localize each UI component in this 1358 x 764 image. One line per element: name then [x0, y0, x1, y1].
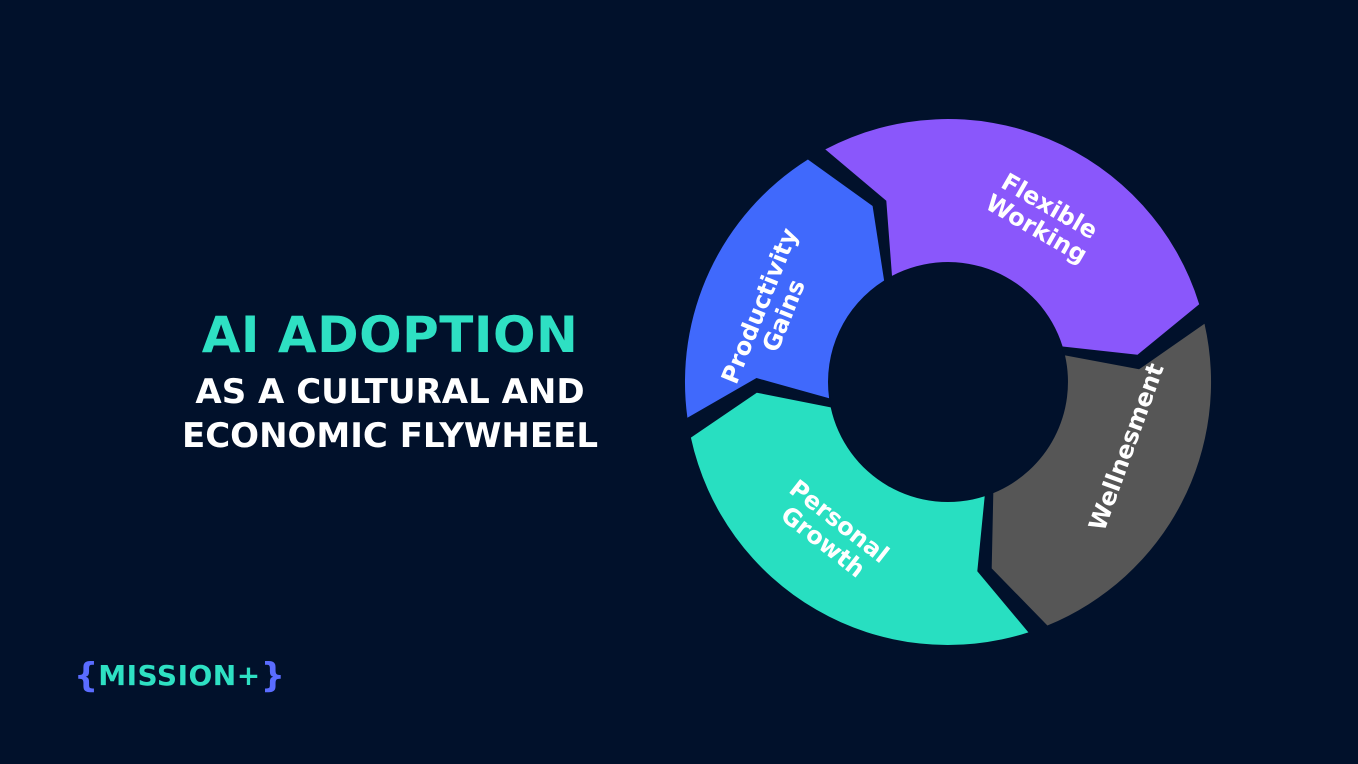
- flywheel-segment: [991, 323, 1212, 626]
- subtitle-line-1: AS A CULTURAL AND: [195, 372, 585, 412]
- flywheel-center: [829, 263, 1067, 501]
- subtitle-line-2: ECONOMIC FLYWHEEL: [181, 416, 598, 456]
- flywheel-segment: [825, 119, 1200, 355]
- flywheel-segments: [684, 119, 1212, 646]
- logo-close-brace: }: [260, 656, 285, 696]
- title-block: AI ADOPTION AS A CULTURAL AND ECONOMIC F…: [110, 300, 670, 458]
- mission-plus-logo: { MISSION+ }: [74, 652, 285, 700]
- flywheel-segment: [690, 392, 1029, 646]
- logo-wordmark: MISSION+: [98, 659, 261, 692]
- flywheel-segment: [684, 159, 885, 418]
- headline: AI ADOPTION: [201, 306, 579, 364]
- logo-open-brace: {: [74, 656, 99, 696]
